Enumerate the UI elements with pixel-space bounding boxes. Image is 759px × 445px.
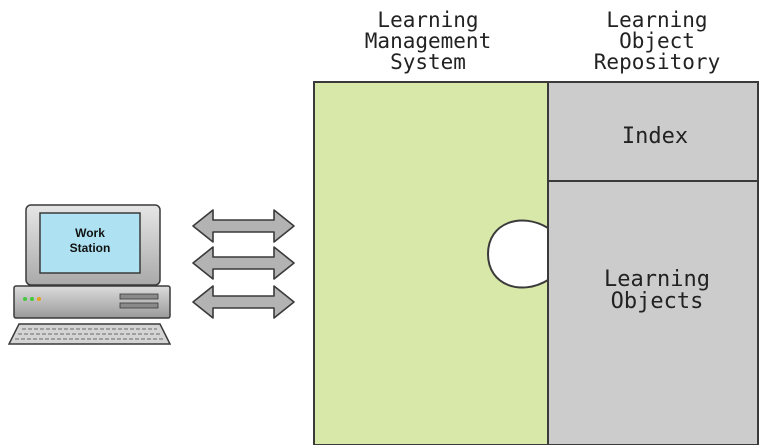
power-light-icon bbox=[30, 297, 34, 301]
activity-light-icon bbox=[37, 297, 41, 301]
double-arrow-icon bbox=[192, 209, 295, 243]
learning-objects-label-line-1: Learning bbox=[604, 267, 710, 292]
lms-block bbox=[313, 81, 549, 445]
drive-bay bbox=[119, 302, 159, 309]
lor-header-line-1: Learning bbox=[606, 8, 707, 32]
lms-header: Learning Management System bbox=[365, 8, 491, 74]
double-arrow-icon bbox=[192, 246, 295, 280]
lor-header-line-2: Object bbox=[619, 29, 695, 53]
connection-arrows bbox=[192, 209, 295, 319]
learning-objects-block bbox=[547, 180, 759, 445]
repository-column: Index Learning Objects bbox=[547, 81, 759, 445]
lor-header: Learning Object Repository bbox=[594, 8, 720, 74]
lms-header-line-3: System bbox=[390, 50, 466, 74]
power-light-icon bbox=[23, 297, 27, 301]
workstation-label-line-1: Work bbox=[75, 226, 105, 240]
lms-header-line-1: Learning bbox=[377, 8, 478, 32]
drive-bay bbox=[119, 293, 159, 300]
system-unit bbox=[13, 285, 171, 319]
monitor-screen bbox=[39, 212, 141, 274]
lms-header-line-2: Management bbox=[365, 29, 491, 53]
learning-objects-label-line-2: Objects bbox=[611, 289, 704, 314]
lor-header-line-3: Repository bbox=[594, 50, 720, 74]
workstation-computer-icon: Work Station bbox=[7, 204, 172, 345]
keyboard-keys bbox=[15, 328, 164, 340]
double-arrow-icon bbox=[192, 285, 295, 319]
index-label: Index bbox=[622, 124, 688, 149]
workstation-label-line-2: Station bbox=[70, 241, 111, 255]
